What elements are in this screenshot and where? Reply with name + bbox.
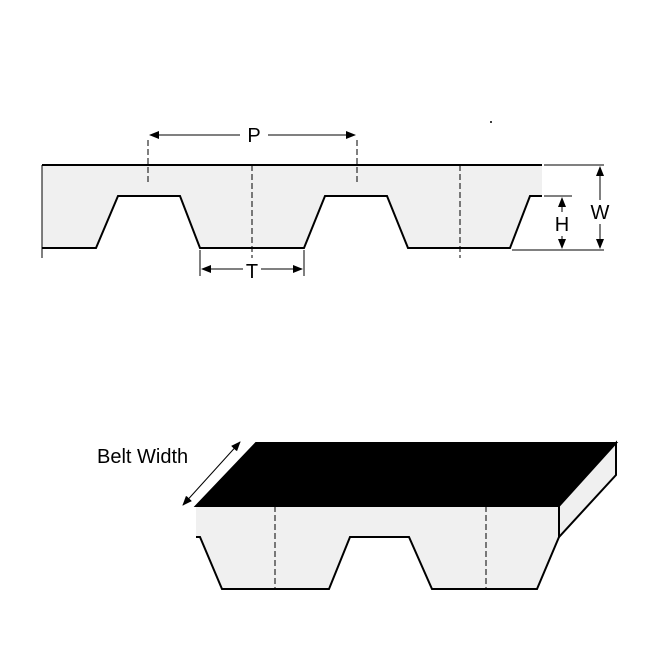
tooth-height-dimension: H — [512, 195, 604, 251]
tooth-height-label: H — [555, 214, 569, 236]
belt-thickness-dimension: W — [544, 164, 612, 249]
belt-3d-section — [193, 440, 619, 590]
stray-dot — [490, 121, 492, 123]
tooth-width-dimension: T — [199, 250, 305, 284]
belt-top-surface — [193, 442, 619, 507]
belt-front-tooth-outline — [196, 536, 560, 590]
pitch-dimension: P — [149, 122, 356, 148]
belt-profile — [41, 140, 542, 270]
belt-thickness-label: W — [591, 202, 610, 224]
tooth-width-label: T — [246, 261, 258, 283]
belt-width-arrow — [182, 441, 241, 506]
belt-tooth-outline — [42, 195, 542, 249]
belt-width-label: Belt Width — [97, 446, 188, 468]
belt-front-face — [196, 506, 559, 589]
pitch-label: P — [247, 125, 260, 147]
belt-profile-body — [42, 165, 542, 248]
belt-width-dimension: Belt Width — [97, 441, 241, 506]
